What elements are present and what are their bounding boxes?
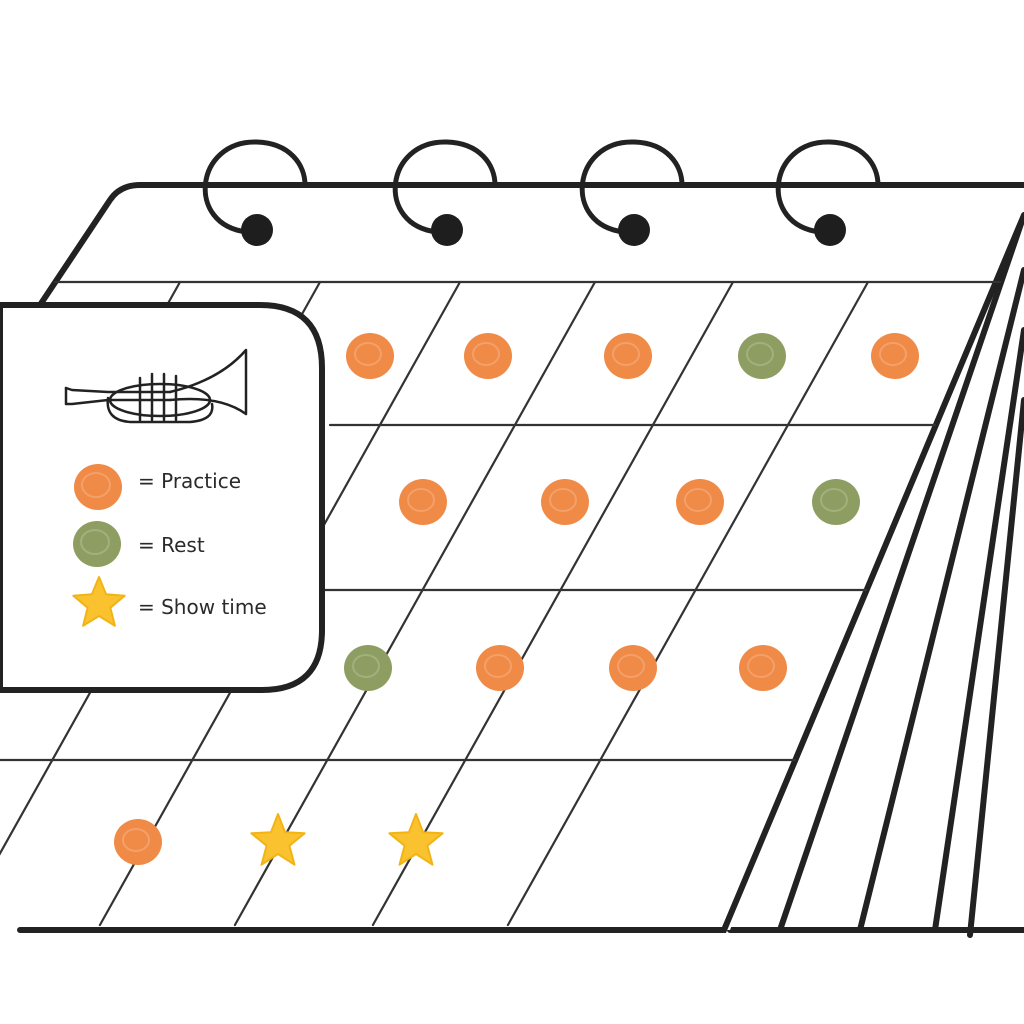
practice-dot bbox=[676, 479, 724, 525]
practice-dot bbox=[399, 479, 447, 525]
practice-dot bbox=[541, 479, 589, 525]
calendar-back-pages bbox=[727, 212, 1024, 938]
legend-label-practice: = Practice bbox=[138, 469, 241, 493]
practice-dot bbox=[114, 819, 162, 865]
rest-dot bbox=[812, 479, 860, 525]
legend-symbol-rest bbox=[73, 521, 121, 567]
grid-column-line bbox=[233, 280, 597, 927]
practice-dot bbox=[871, 333, 919, 379]
calendar-ring-icon bbox=[579, 139, 685, 246]
legend-label-rest: = Rest bbox=[138, 533, 205, 557]
rest-dot bbox=[738, 333, 786, 379]
practice-dot bbox=[476, 645, 524, 691]
practice-dot bbox=[739, 645, 787, 691]
rest-dot bbox=[344, 645, 392, 691]
calendar-ring-icon bbox=[775, 139, 881, 246]
practice-dot bbox=[604, 333, 652, 379]
calendar-ring-icon bbox=[392, 139, 498, 246]
calendar-rings bbox=[202, 139, 881, 246]
show-time-star bbox=[250, 813, 306, 866]
practice-dot bbox=[464, 333, 512, 379]
practice-dot bbox=[346, 333, 394, 379]
calendar-marks bbox=[114, 333, 919, 866]
show-time-star bbox=[388, 813, 444, 866]
trumpet-icon bbox=[64, 348, 248, 424]
legend-symbol-practice bbox=[74, 464, 122, 510]
legend-label-show: = Show time bbox=[138, 595, 267, 619]
legend-symbol-show bbox=[72, 576, 126, 627]
practice-dot bbox=[609, 645, 657, 691]
legend-card: = Practice = Rest = Show time bbox=[0, 302, 325, 693]
grid-column-line bbox=[371, 280, 735, 927]
grid-column-line bbox=[506, 280, 870, 927]
calendar-ring-icon bbox=[202, 139, 308, 246]
